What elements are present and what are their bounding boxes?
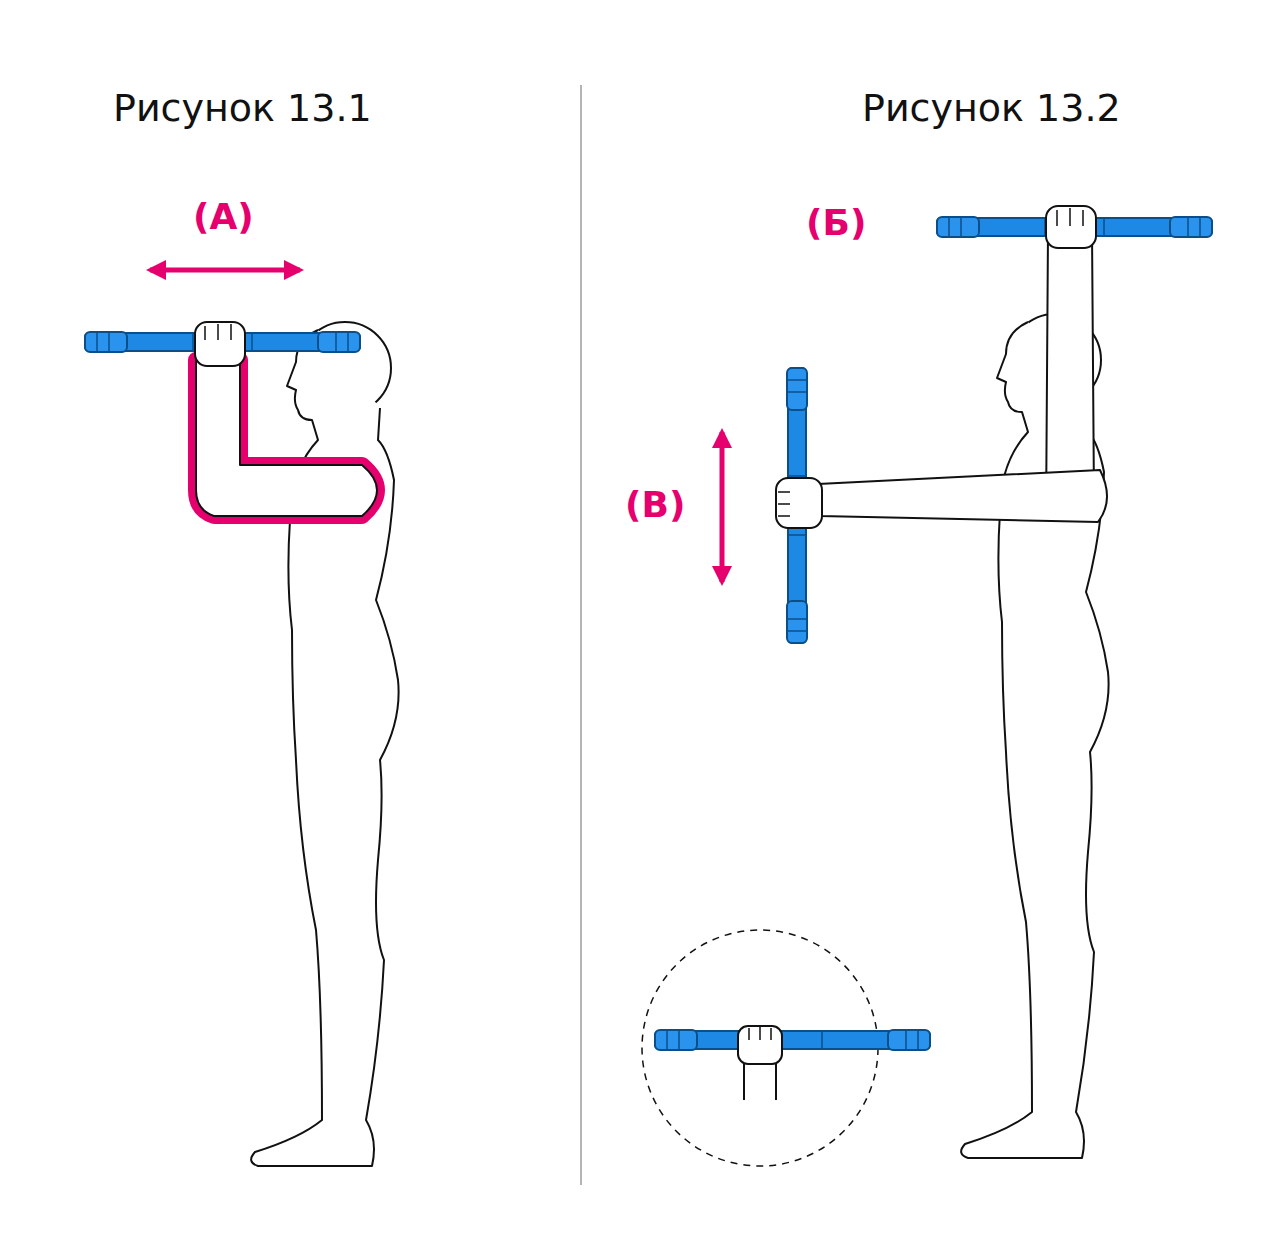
fist xyxy=(738,1026,782,1064)
arm-highlight xyxy=(196,360,377,516)
motion-arrow xyxy=(150,268,300,273)
motion-arrow xyxy=(720,432,725,582)
fist xyxy=(195,322,245,366)
figure-13-2 xyxy=(642,206,1212,1166)
fist xyxy=(1046,206,1096,248)
callout-letter: (Б) xyxy=(806,203,866,243)
divider-line xyxy=(580,85,582,1185)
fist xyxy=(776,478,822,528)
figure-13-1 xyxy=(85,270,399,1166)
gymnastic-stick xyxy=(655,1030,930,1050)
callout-letter: (А) xyxy=(193,197,254,237)
callout-letter: (В) xyxy=(625,485,685,525)
figure-title: Рисунок 13.1 xyxy=(113,88,372,130)
figure-title: Рисунок 13.2 xyxy=(862,88,1121,130)
